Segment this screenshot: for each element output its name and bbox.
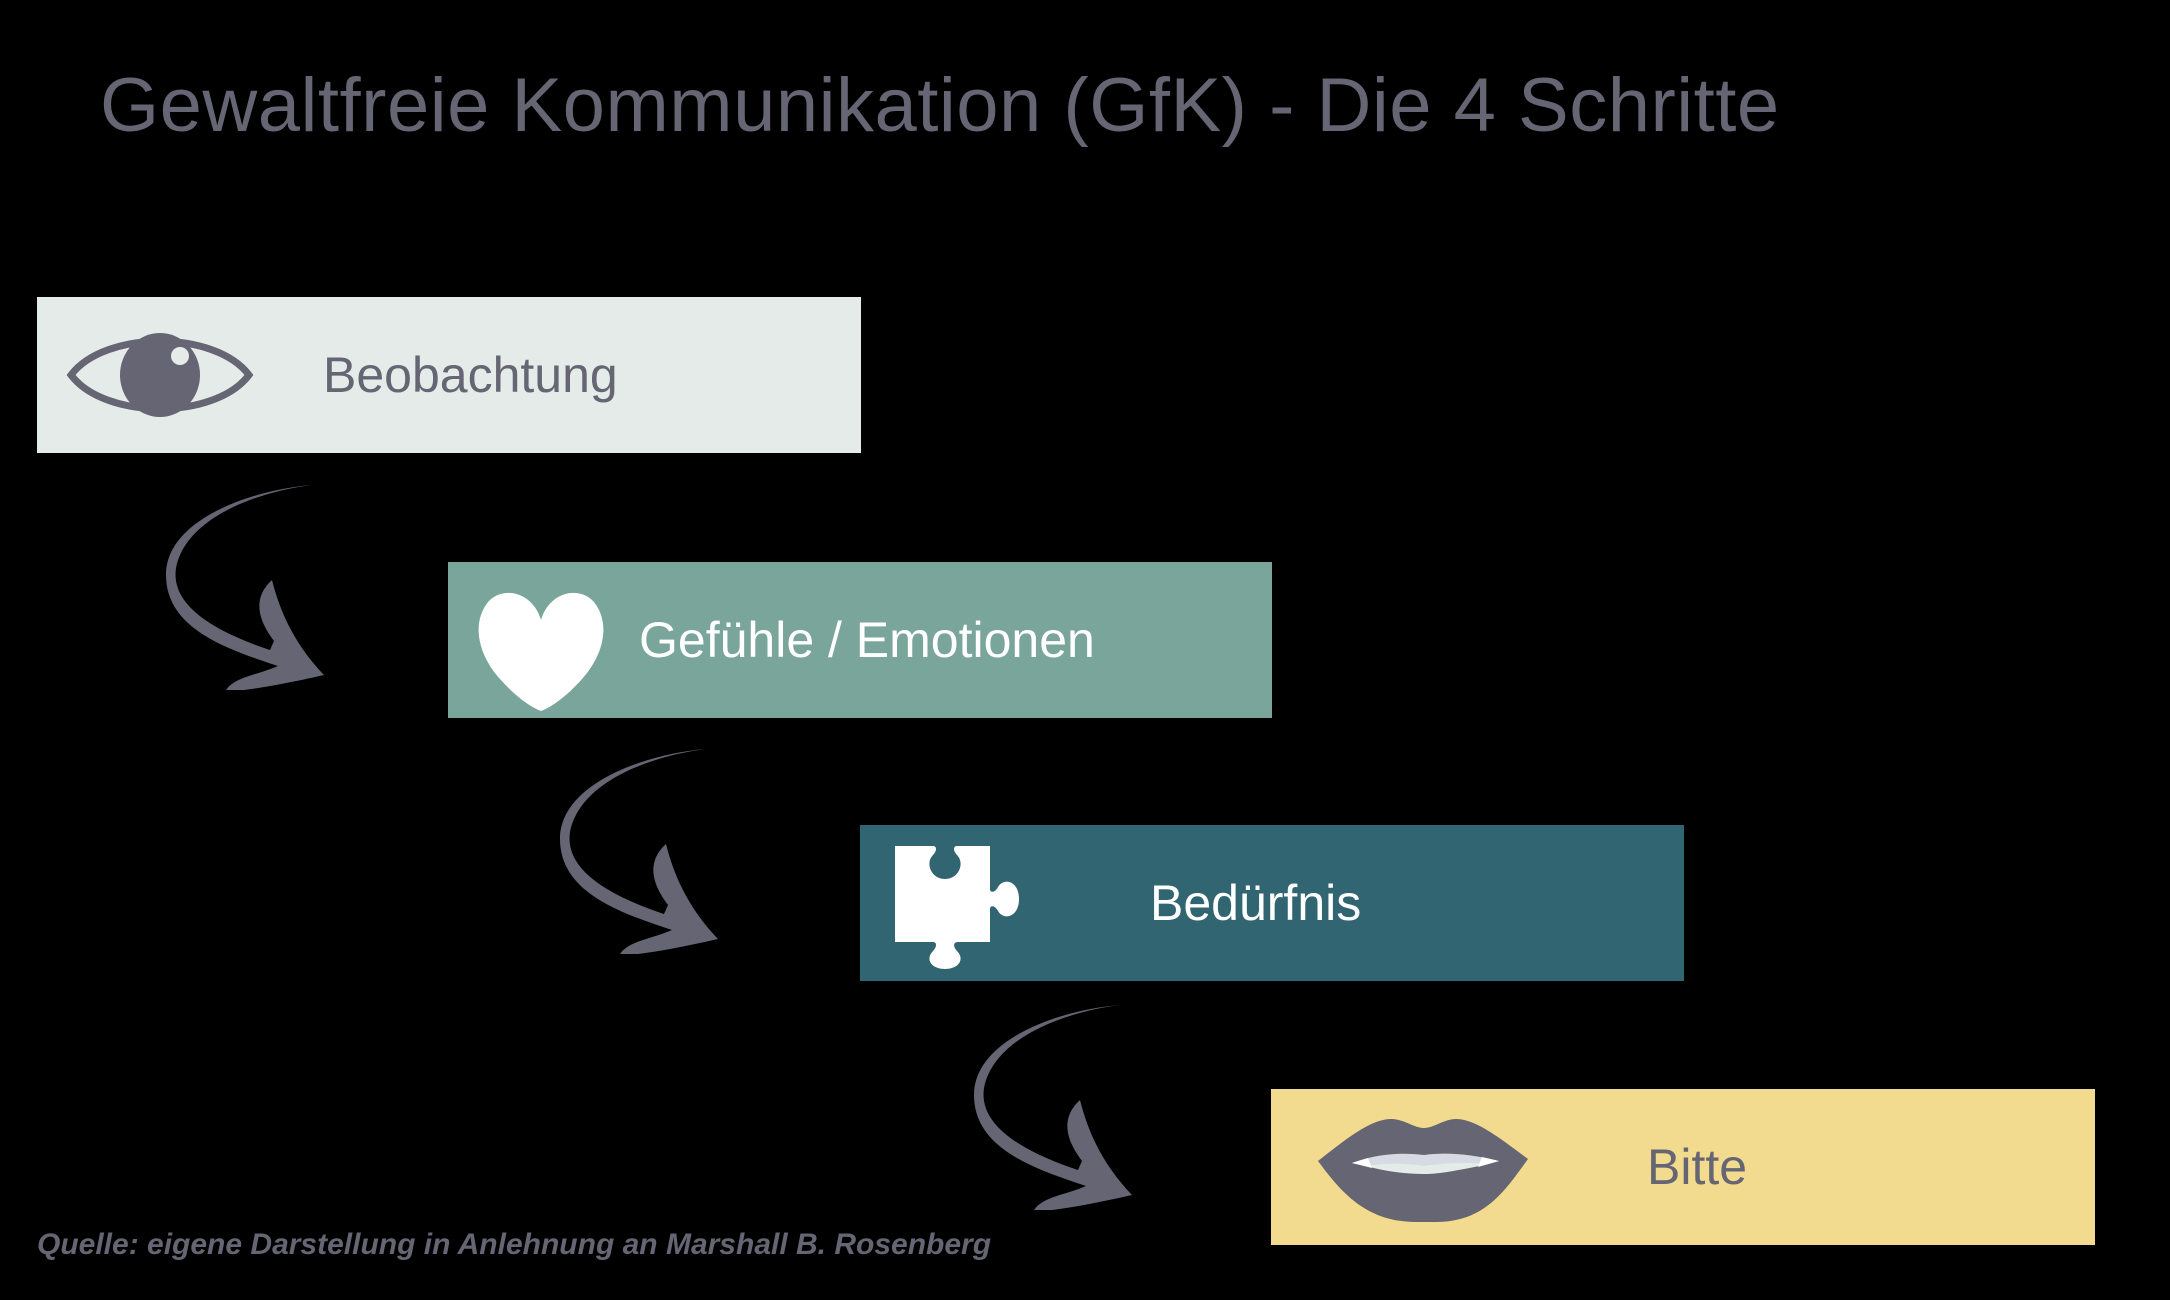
step-label: Beobachtung xyxy=(323,347,618,403)
step-gefuehle: Gefühle / Emotionen xyxy=(448,562,1272,718)
step-label: Bitte xyxy=(1647,1139,1748,1195)
step-label: Gefühle / Emotionen xyxy=(639,612,1095,668)
step-label: Bedürfnis xyxy=(1150,875,1362,931)
heart-icon xyxy=(478,592,604,711)
step-beduerfnis: Bedürfnis xyxy=(860,825,1684,981)
source-caption: Quelle: eigene Darstellung in Anlehnung … xyxy=(37,1228,992,1261)
eye-icon xyxy=(66,333,254,417)
curved-arrow-icon xyxy=(560,749,718,954)
lips-icon xyxy=(1318,1119,1528,1222)
curved-arrow-icon xyxy=(166,485,324,690)
step-beobachtung: Beobachtung xyxy=(37,297,861,453)
step-bitte: Bitte xyxy=(1271,1089,2095,1245)
curved-arrow-icon xyxy=(974,1005,1132,1210)
puzzle-piece-icon xyxy=(895,846,1019,969)
page-title: Gewaltfreie Kommunikation (GfK) - Die 4 … xyxy=(100,63,1780,148)
